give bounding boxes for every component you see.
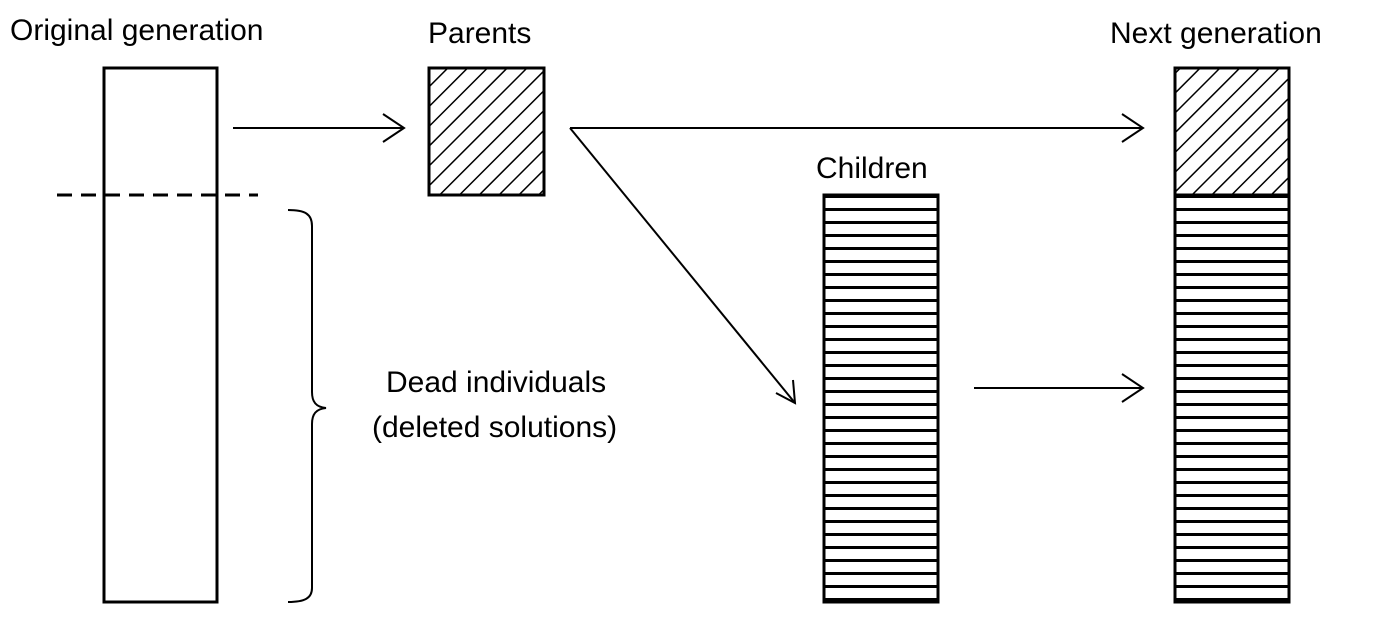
next-generation-label: Next generation bbox=[1110, 17, 1322, 50]
next-generation-children-part bbox=[1173, 193, 1291, 604]
original-generation-box bbox=[102, 66, 219, 604]
parents-label: Parents bbox=[428, 17, 531, 50]
arrow-children-to-next-generation bbox=[974, 373, 1145, 403]
arrow-parents-to-next-generation bbox=[570, 113, 1145, 143]
children-label: Children bbox=[816, 152, 928, 185]
arrow-parents-to-children bbox=[569, 127, 797, 405]
dead-individuals-label: Dead individuals bbox=[386, 366, 606, 399]
deleted-solutions-label: (deleted solutions) bbox=[372, 411, 617, 444]
arrow-original-to-parents bbox=[233, 113, 406, 143]
dead-individuals-brace bbox=[287, 209, 327, 603]
parents-box bbox=[427, 66, 546, 197]
children-box bbox=[822, 193, 940, 604]
next-generation-parents-part bbox=[1173, 66, 1291, 197]
original-generation-label: Original generation bbox=[10, 14, 264, 47]
